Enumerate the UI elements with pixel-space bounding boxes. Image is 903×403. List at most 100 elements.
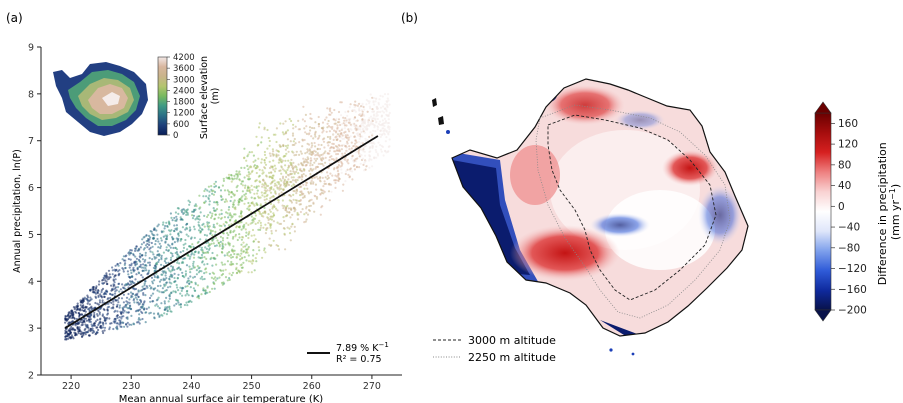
scatter-point [347,128,350,131]
scatter-point [267,213,270,216]
legend-label-2250m: 2250 m altitude [468,351,556,364]
scatter-point [288,117,291,121]
scatter-point [139,265,142,268]
scatter-point [330,111,333,114]
scatter-point [258,168,261,171]
scatter-point [157,240,160,243]
scatter-point [272,188,275,191]
scatter-point [238,198,241,201]
scatter-point [273,184,276,187]
scatter-point [302,183,305,186]
scatter-point [126,325,129,328]
scatter-point [386,126,389,129]
scatter-point [282,207,285,210]
scatter-point [363,131,366,134]
scatter-point [174,227,177,230]
scatter-point [334,179,337,182]
scatter-point [168,223,171,226]
scatter-point [339,123,342,127]
scatter-point [134,287,138,291]
scatter-point [149,287,152,290]
scatter-point [132,322,135,325]
scatter-point [121,321,124,324]
scatter-point [179,239,182,242]
scatter-point [264,211,267,214]
scatter-point [263,192,266,195]
scatter-point [210,256,213,259]
scatter-point [290,199,293,203]
scatter-point [189,286,192,289]
scatter-point [148,296,152,300]
scatter-point [182,261,185,264]
scatter-point [184,242,187,245]
scatter-point [64,321,67,324]
scatter-point [263,189,266,192]
scatter-point [173,272,176,275]
scatter-point [171,219,174,222]
scatter-point [351,155,354,158]
scatter-point [216,239,219,242]
scatter-point [203,277,206,281]
scatter-point [305,132,308,135]
scatter-point [345,136,348,139]
scatter-point [250,196,253,199]
scatter-point [145,311,148,314]
scatter-point [157,258,161,261]
scatter-point [291,179,295,182]
scatter-point [141,317,144,321]
scatter-point [212,207,215,210]
scatter-point [310,142,313,145]
scatter-point [236,175,239,178]
scatter-point [230,195,233,199]
scatter-point [327,152,330,155]
scatter-point [284,164,287,167]
scatter-point [151,251,154,254]
scatter-point [127,311,130,314]
scatter-point [126,301,129,304]
scatter-point [127,273,130,276]
scatter-point [157,223,160,226]
scatter-point [350,141,353,144]
scatter-point [67,332,70,335]
scatter-point [117,301,120,304]
scatter-point [278,186,281,189]
scatter-point [382,132,385,135]
scatter-point [312,168,315,171]
scatter-point [349,135,352,138]
scatter-point [154,243,157,246]
scatter-point [213,218,216,221]
scatter-point [312,202,315,205]
scatter-point [240,166,243,169]
scatter-point [165,246,168,249]
scatter-point [163,227,166,230]
difference-tick-label: −200 [838,305,867,317]
scatter-point [254,238,257,241]
scatter-point [273,205,276,208]
scatter-point [232,235,235,239]
scatter-point [372,123,375,126]
scatter-point [338,129,341,133]
scatter-point [94,301,97,305]
scatter-point [322,164,325,167]
scatter-point [237,203,240,206]
scatter-point [210,188,213,191]
scatter-point [289,216,292,219]
scatter-point [387,93,390,96]
scatter-point [192,262,195,265]
scatter-point [216,201,219,204]
scatter-point [213,287,216,290]
scatter-point [156,289,159,292]
scatter-point [222,269,225,272]
scatter-point [183,303,186,307]
scatter-point [334,181,337,184]
scatter-point [241,184,244,187]
scatter-point [355,129,358,132]
scatter-point [351,109,354,112]
scatter-point [103,274,106,277]
scatter-point [103,329,106,332]
scatter-point [211,264,214,267]
scatter-point [204,246,207,249]
scatter-point [381,124,384,127]
weddell-red [510,145,560,205]
scatter-point [230,262,233,266]
